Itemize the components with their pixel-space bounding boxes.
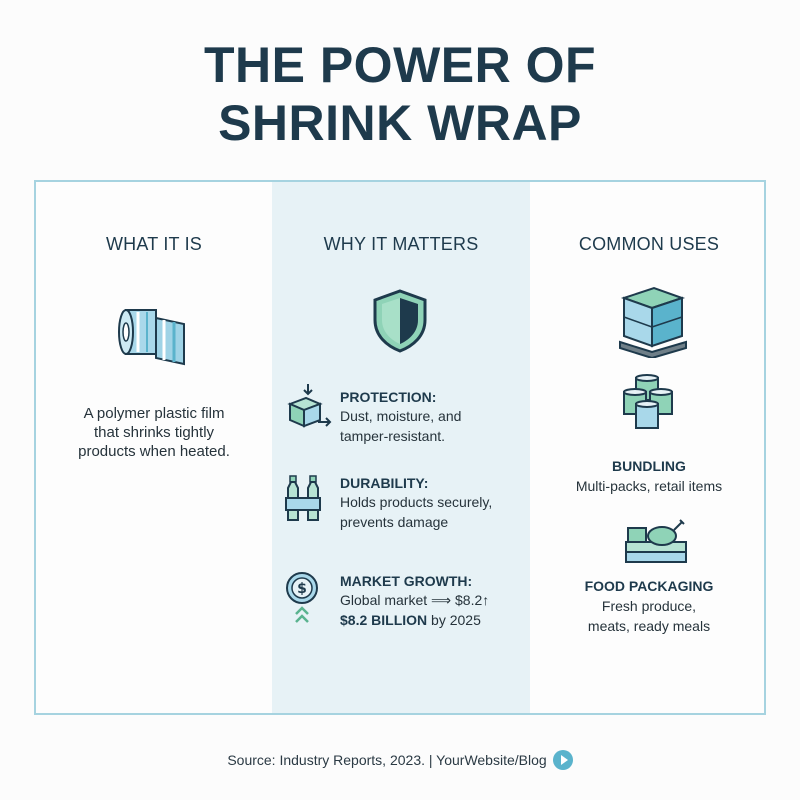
info-panel: WHAT IT IS A polymer plastic film that s… [34,180,766,715]
description-line: that shrinks tightly [93,424,215,441]
film-roll-icon [118,309,185,366]
bottles-icon [285,475,321,521]
why-it-matters-heading: WHY IT MATTERS [323,234,479,254]
box-arrow-icon [287,384,332,428]
what-it-is-heading: WHAT IT IS [105,234,202,254]
page-title: THE POWER OF SHRINK WRAP [0,36,800,152]
use-text-line: meats, ready meals [587,618,711,634]
svg-text:$: $ [297,581,307,597]
source-footer: Source: Industry Reports, 2023. | YourWe… [0,750,800,770]
pallet-boxes-icon [619,286,687,358]
use-bundling-text: Multi-packs, retail items [575,478,723,494]
feature-title: DURABILITY: [340,475,429,491]
feature-title: MARKET GROWTH: [340,573,473,589]
use-text-line: Fresh produce, [601,598,697,614]
feature-text: Global market ⟹ $8.2↑ [340,592,490,608]
title-line-1: THE POWER OF [203,37,597,93]
feature-title: PROTECTION: [340,389,437,405]
feature-text: Dust, moisture, and [340,408,462,424]
feature-text: prevents damage [340,514,449,530]
cans-bundle-icon [623,374,673,429]
feature-durability: DURABILITY: Holds products securely, pre… [340,474,530,532]
play-icon[interactable] [552,750,573,770]
common-uses-heading: COMMON USES [578,234,720,254]
shield-icon [373,289,427,353]
use-bundling-title: BUNDLING [612,458,686,474]
feature-market-growth: MARKET GROWTH: Global market ⟹ $8.2↑ $8.… [340,572,530,630]
feature-text: tamper-resistant. [340,428,446,444]
market-value: $8.2 BILLION [340,612,428,628]
description-line: products when heated. [78,443,230,460]
description-line: A polymer plastic film [83,405,225,422]
what-it-is-description: A polymer plastic film that shrinks tigh… [56,404,252,461]
middle-column-background [272,182,530,713]
use-food-packaging-text: Fresh produce, meats, ready meals [530,596,768,636]
use-food-packaging-title: FOOD PACKAGING [584,578,714,594]
feature-text: $8.2 BILLION by 2025 [340,610,530,630]
market-year: by 2025 [427,612,481,628]
coin-growth-icon: $ [286,572,318,623]
title-line-2: SHRINK WRAP [218,95,582,151]
feature-protection: PROTECTION: Dust, moisture, and tamper-r… [340,388,530,446]
feature-text: Holds products securely, [340,494,493,510]
source-text: Source: Industry Reports, 2023. | YourWe… [227,752,547,768]
food-package-icon [625,519,687,563]
